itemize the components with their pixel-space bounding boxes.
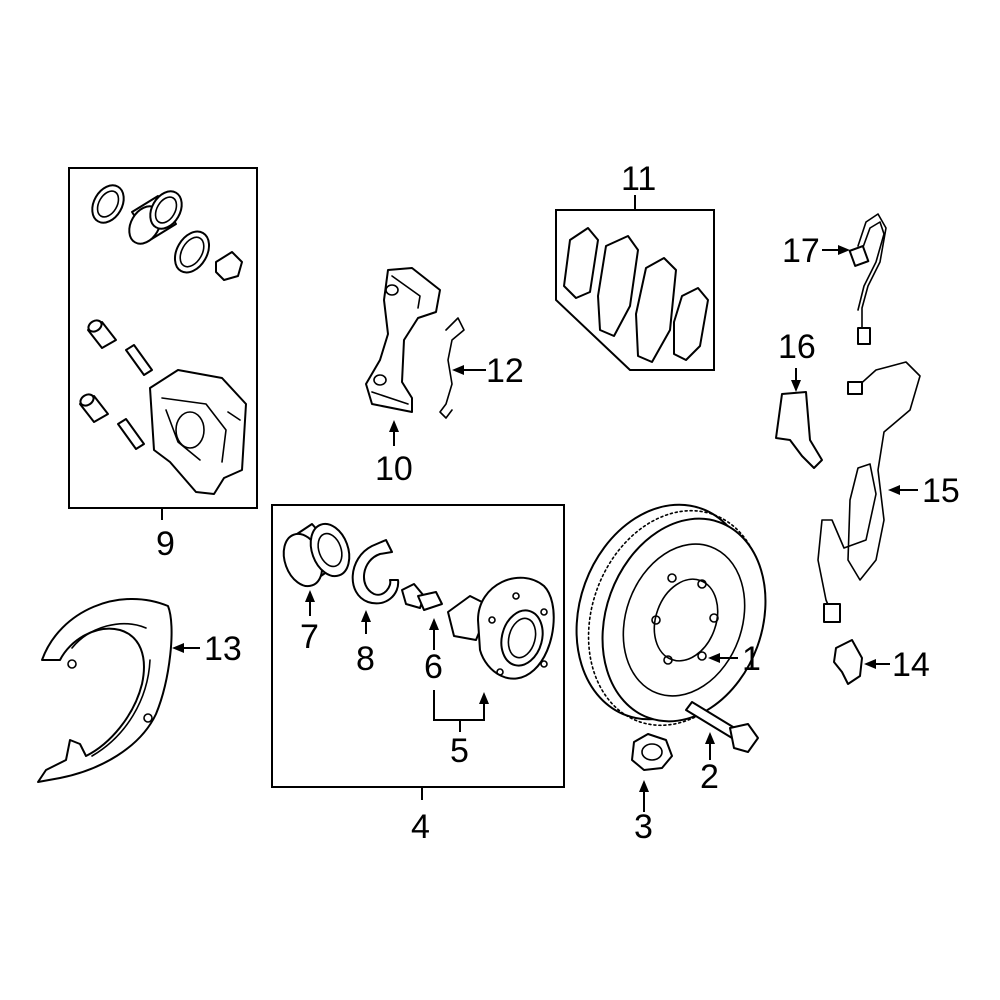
callout-17: 17: [782, 232, 820, 270]
callout-16: 16: [778, 328, 816, 366]
hub-assembly-box: [271, 504, 565, 788]
brake-pad-outer[interactable]: [597, 235, 639, 337]
hub-assembly-group: 4 7 8 6: [271, 504, 565, 846]
callout-10: 10: [375, 450, 413, 488]
callout-17-leader: [822, 245, 850, 255]
callout-7: 7: [300, 618, 319, 656]
anti-rattle-spring-part[interactable]: [439, 317, 465, 419]
callout-15: 15: [922, 472, 960, 510]
callout-13: 13: [204, 630, 242, 668]
callout-4: 4: [411, 808, 430, 846]
callout-5: 5: [450, 732, 469, 770]
callout-1-leader: [708, 653, 738, 663]
callout-12: 12: [486, 352, 524, 390]
callout-8: 8: [356, 640, 375, 678]
piston-boot[interactable]: [168, 225, 216, 278]
guide-pin-lower[interactable]: [78, 392, 145, 450]
hub-nut-part[interactable]: [631, 733, 673, 771]
caliper-bracket-part[interactable]: [365, 267, 441, 413]
callout-10-leader: [389, 420, 399, 446]
snap-ring-part[interactable]: [351, 539, 400, 605]
callout-13-leader: [172, 643, 200, 653]
callout-11: 11: [621, 160, 656, 198]
callout-16-leader: [791, 368, 801, 392]
caliper-seal[interactable]: [86, 180, 130, 229]
callout-9: 9: [156, 525, 175, 563]
pad-shim-outer[interactable]: [563, 227, 599, 299]
guide-pin-upper[interactable]: [86, 318, 153, 376]
caliper-piston[interactable]: [123, 186, 188, 250]
callout-6: 6: [424, 648, 443, 686]
splash-shield-part[interactable]: [37, 598, 173, 783]
pad-shim-inner[interactable]: [673, 287, 709, 361]
brake-pads-box: [555, 209, 715, 371]
caliper-kit-group: 9: [68, 167, 258, 563]
brake-pad-inner[interactable]: [635, 257, 677, 363]
callout-2: 2: [700, 758, 719, 796]
callout-12-leader: [452, 365, 486, 375]
sensor-wire-part[interactable]: [817, 361, 921, 623]
sensor-bracket-part[interactable]: [775, 391, 823, 469]
brake-rotor-part[interactable]: [547, 480, 792, 750]
wheel-speed-sensor-harness-part[interactable]: [848, 213, 887, 345]
caliper-clip[interactable]: [215, 251, 243, 281]
wheel-bearing-part[interactable]: [277, 518, 356, 591]
caliper-bolt-part[interactable]: [685, 701, 759, 753]
callout-2-leader: [705, 732, 715, 760]
brake-pads-group: 11: [555, 160, 715, 371]
callout-3: 3: [634, 808, 653, 846]
callout-3-leader: [639, 780, 649, 812]
callout-14: 14: [892, 646, 930, 684]
callout-15-leader: [888, 485, 918, 495]
caliper-housing[interactable]: [149, 369, 247, 495]
wheel-stud-part[interactable]: [401, 583, 443, 611]
wheel-hub-part[interactable]: [447, 576, 555, 680]
wheel-speed-sensor-part[interactable]: [833, 639, 863, 685]
callout-14-leader: [864, 659, 890, 669]
callout-1: 1: [742, 640, 761, 678]
